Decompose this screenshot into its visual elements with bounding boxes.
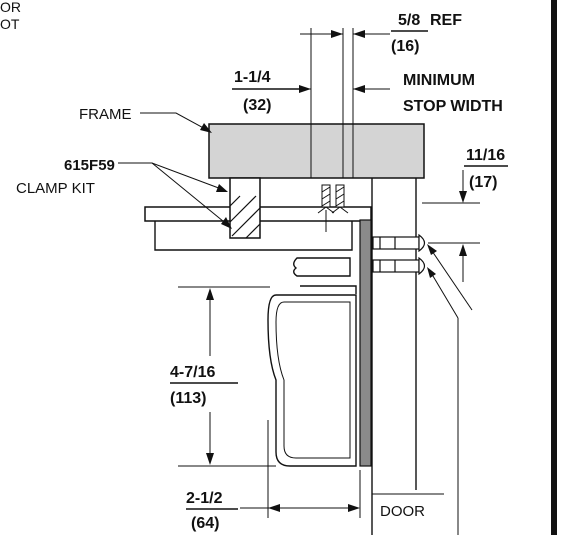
thru-bolts <box>372 233 426 276</box>
clamp-hatch <box>229 195 261 239</box>
arm-tab <box>293 257 351 277</box>
stop-ref-word-label: REF <box>430 12 462 29</box>
clamp-kit-label: CLAMP KIT <box>16 180 95 197</box>
closer-inner <box>275 301 351 459</box>
bolt-leader-upper-arrow <box>427 244 437 255</box>
mounting-plate-body <box>154 221 353 251</box>
dim-stop-ref-arrow-left <box>331 30 343 38</box>
depth-mm-label: (64) <box>191 515 219 532</box>
width-mm-label: (32) <box>243 97 271 114</box>
door-label: DOOR <box>380 503 425 520</box>
cut-text-1: OR <box>0 0 21 15</box>
door-plate <box>359 219 372 467</box>
stop-ref-frac-label: 5/8 <box>398 12 420 29</box>
bolt-leader-upper <box>429 247 473 311</box>
clamp-block <box>229 177 261 239</box>
clamp-leader-lower <box>151 162 230 227</box>
page-border-bar <box>551 0 557 535</box>
dim-height-arrow-top <box>206 288 214 300</box>
arm-link <box>300 285 357 294</box>
frame-label: FRAME <box>79 106 132 123</box>
dim-height-arrow-bottom <box>206 453 214 465</box>
frame-stop-block <box>208 123 425 179</box>
frame-leader <box>140 112 210 132</box>
dim-depth-arrow-right <box>348 504 360 512</box>
offset-frac-label: 11/16 <box>466 147 505 164</box>
clamp-part-label: 615F59 <box>64 157 115 174</box>
height-mm-label: (113) <box>170 390 206 407</box>
dim-depth-arrow-left <box>268 504 280 512</box>
bolt-leader-lower <box>429 270 459 319</box>
min-stop-label-1: MINIMUM <box>403 72 475 89</box>
bolt-leader-lower-arrow <box>427 267 436 278</box>
frame-leader-arrow <box>200 123 212 133</box>
clamp-leader-upper-arrow <box>216 184 228 192</box>
dim-width-arrow-right <box>353 85 365 93</box>
clamp-leader-lower-arrow <box>221 217 232 229</box>
cut-text-2: OT <box>0 16 20 32</box>
closer-body <box>267 294 357 467</box>
frame-screws <box>317 184 349 214</box>
dim-width-arrow-left <box>299 85 311 93</box>
width-frac-label: 1-1/4 <box>234 69 271 86</box>
depth-frac-label: 2-1/2 <box>186 490 223 507</box>
stop-ref-mm-label: (16) <box>391 38 419 55</box>
dim-offset-arrow-bottom <box>459 244 467 256</box>
clamp-leader-upper <box>118 162 225 191</box>
offset-mm-label: (17) <box>469 174 497 191</box>
dim-stop-ref-arrow-right <box>353 30 365 38</box>
dim-offset-arrow-top <box>459 191 467 203</box>
min-stop-label-2: STOP WIDTH <box>403 98 503 115</box>
height-frac-label: 4-7/16 <box>170 364 215 381</box>
